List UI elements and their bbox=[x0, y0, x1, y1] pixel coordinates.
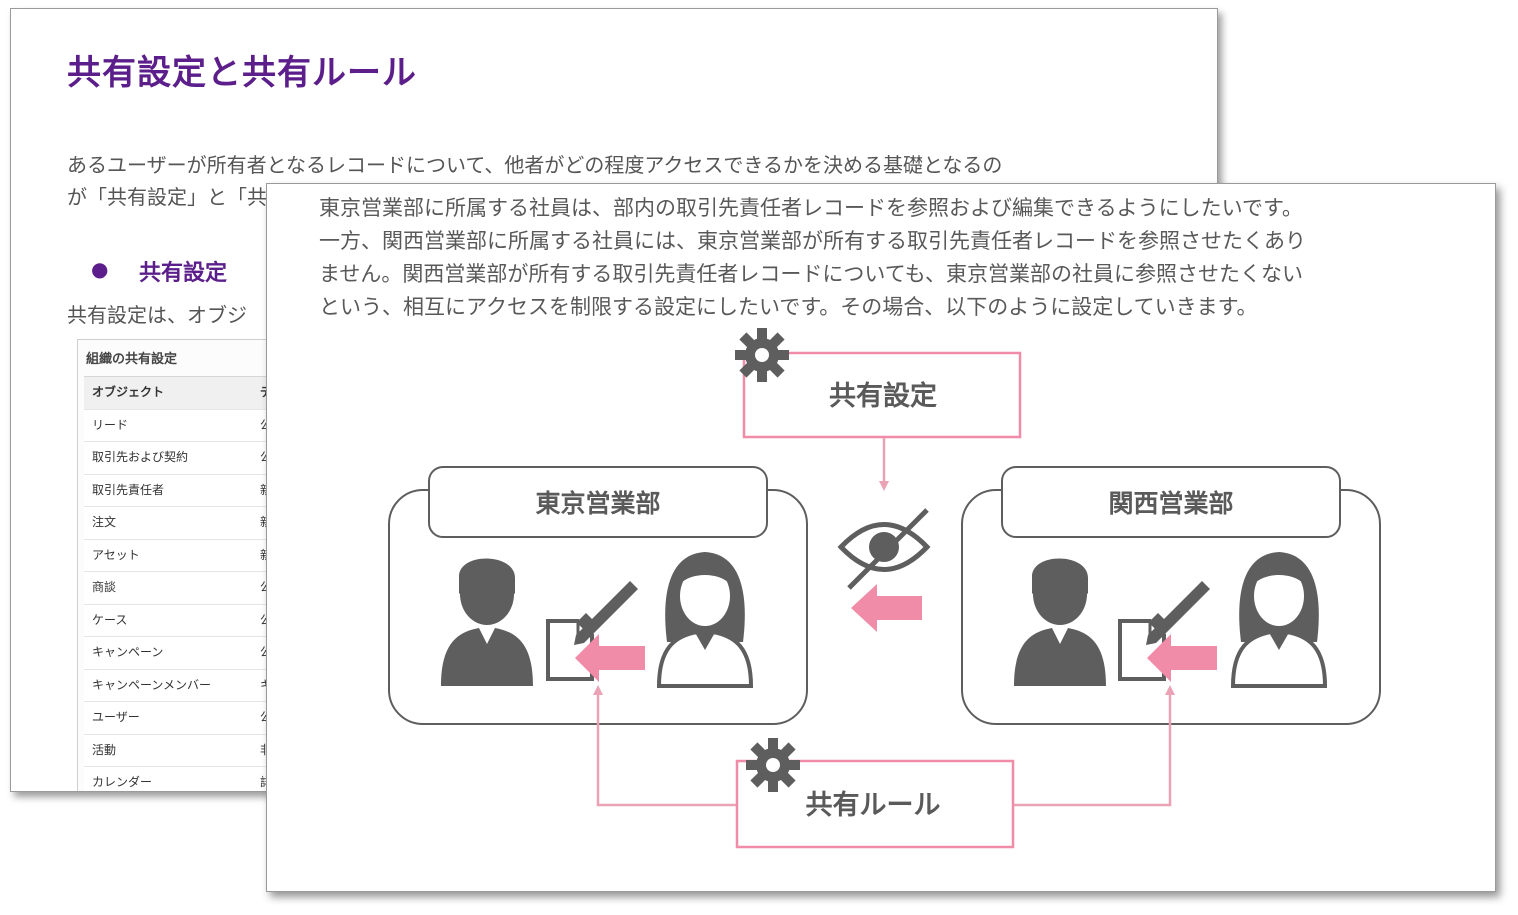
table-cell: 活動 bbox=[92, 742, 117, 757]
kansai-dept-label: 関西営業部 bbox=[1108, 489, 1233, 518]
kansai-department: 関西営業部 bbox=[961, 466, 1381, 725]
table-cell: ユーザー bbox=[92, 710, 140, 724]
eye-slash-icon bbox=[837, 508, 931, 590]
table-cell: 注文 bbox=[92, 515, 117, 529]
table-cell: カレンダー bbox=[92, 775, 153, 789]
tokyo-department: 東京営業部 bbox=[388, 466, 808, 725]
page-title: 共有設定と共有ルール bbox=[67, 53, 417, 93]
scenario-text: 東京営業部に所属する社員は、部内の取引先責任者レコードを参照および編集できるよう… bbox=[319, 192, 1469, 324]
table-cell: 取引先および契約 bbox=[92, 450, 189, 464]
front-page: 東京営業部に所属する社員は、部内の取引先責任者レコードを参照および編集できるよう… bbox=[266, 183, 1496, 892]
table-cell: 取引先責任者 bbox=[92, 482, 165, 497]
arrow-left-icon bbox=[575, 634, 645, 682]
gear-icon bbox=[746, 738, 800, 792]
sharing-setting-box bbox=[742, 351, 1022, 439]
table-header-cell: オブジェクト bbox=[92, 385, 165, 399]
rule-to-tokyo-connector bbox=[593, 685, 737, 807]
scenario-line-2: 一方、関西営業部に所属する社員には、東京営業部が所有する取引先責任者レコードを参… bbox=[319, 229, 1306, 253]
table-cell: アセット bbox=[92, 547, 140, 562]
sharing-rule-label: 共有ルール bbox=[806, 790, 941, 821]
gear-icon bbox=[735, 328, 789, 382]
bullet-description: 共有設定は、オブジ bbox=[67, 303, 247, 327]
table-cell: リード bbox=[92, 417, 129, 432]
scenario-line-1: 東京営業部に所属する社員は、部内の取引先責任者レコードを参照および編集できるよう… bbox=[319, 196, 1303, 220]
sharing-setting-label: 共有設定 bbox=[829, 380, 937, 412]
sharing-rule-node: 共有ルール bbox=[735, 738, 1015, 849]
bullet-heading: 共有設定 bbox=[139, 261, 228, 286]
kansai-dept-header bbox=[1001, 466, 1341, 538]
table-title: 組織の共有設定 bbox=[86, 352, 178, 367]
arrow-left-icon bbox=[851, 584, 922, 632]
table-cell: 商談 bbox=[92, 580, 117, 594]
arrow-left-icon bbox=[1147, 634, 1217, 682]
table-cell: キャンペーン bbox=[92, 645, 164, 659]
tokyo-dept-label: 東京営業部 bbox=[535, 489, 660, 518]
table-cell: キャンペーンメンバー bbox=[92, 677, 212, 692]
sharing-diagram: 共有設定 東京営業部 関西営業部 bbox=[388, 328, 1381, 849]
sharing-setting-node: 共有設定 bbox=[735, 328, 1022, 439]
scenario-line-4: という、相互にアクセスを制限する設定にしたいです。その場合、以下のように設定して… bbox=[319, 295, 1258, 319]
scenario-line-3: ません。関西営業部が所有する取引先責任者レコードについても、東京営業部の社員に参… bbox=[319, 262, 1304, 286]
table-cell: ケース bbox=[92, 612, 128, 627]
tokyo-dept-header bbox=[428, 466, 768, 538]
rule-to-kansai-connector bbox=[1013, 685, 1175, 807]
bullet-dot: ● bbox=[91, 257, 109, 281]
intro-line-1: あるユーザーが所有者となるレコードについて、他者がどの程度アクセスできるかを決め… bbox=[67, 153, 1003, 177]
